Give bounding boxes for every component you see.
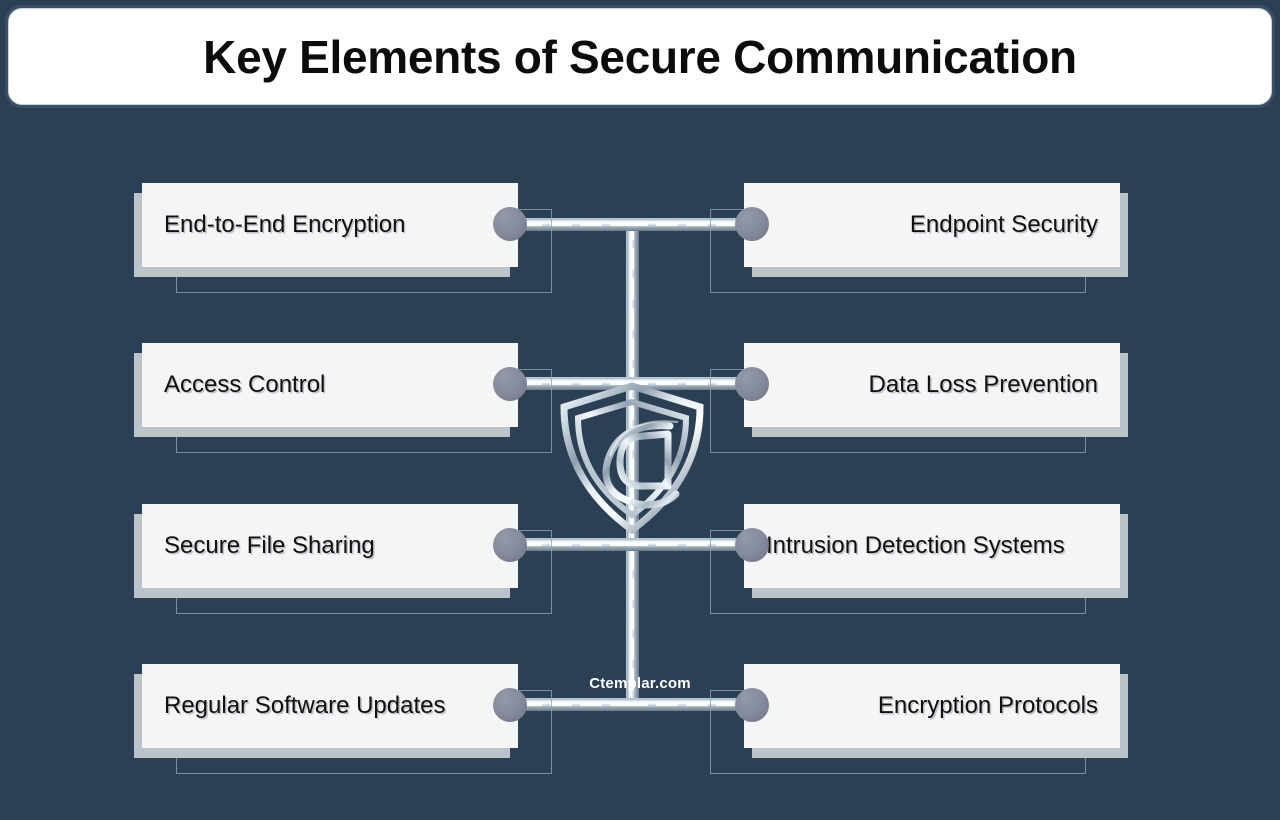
node-face: End-to-End Encryption	[142, 183, 518, 267]
connector-dot-left-2[interactable]	[493, 367, 527, 401]
node-box-left-1[interactable]: End-to-End Encryption	[134, 183, 552, 293]
node-box-right-2[interactable]: Data Loss Prevention	[710, 343, 1128, 453]
connector-horizontal-row1-right	[626, 218, 754, 231]
node-face: Secure File Sharing	[142, 504, 518, 588]
connector-dot-left-3[interactable]	[493, 528, 527, 562]
node-box-left-2[interactable]: Access Control	[134, 343, 552, 453]
node-face: Regular Software Updates	[142, 664, 518, 748]
connector-dot-right-4[interactable]	[735, 688, 769, 722]
node-label: Intrusion Detection Systems	[766, 532, 1065, 559]
node-label: Encryption Protocols	[877, 692, 1098, 719]
footer-brand: Ctemplar.com	[589, 675, 691, 692]
node-box-right-4[interactable]: Encryption Protocols	[710, 664, 1128, 774]
node-label: Endpoint Security	[909, 211, 1098, 238]
connector-horizontal-row4-left	[520, 698, 638, 711]
node-face: Access Control	[142, 343, 518, 427]
ctemplar-shield-logo-icon	[558, 382, 706, 535]
connector-horizontal-row3-left	[520, 538, 638, 551]
connector-dot-left-4[interactable]	[493, 688, 527, 722]
connector-horizontal-row2-right	[626, 377, 754, 390]
diagram-canvas: End-to-End Encryption Access Control Sec…	[0, 110, 1280, 820]
connector-horizontal-row1-left	[520, 218, 638, 231]
node-label: Regular Software Updates	[164, 692, 446, 719]
connector-horizontal-row2-left	[520, 377, 638, 390]
node-box-left-3[interactable]: Secure File Sharing	[134, 504, 552, 614]
node-box-right-1[interactable]: Endpoint Security	[710, 183, 1128, 293]
connector-dot-left-1[interactable]	[493, 207, 527, 241]
node-face: Data Loss Prevention	[744, 343, 1120, 427]
connector-vertical-spine	[626, 218, 639, 706]
node-box-right-3[interactable]: Intrusion Detection Systems	[710, 504, 1128, 614]
connector-dot-right-2[interactable]	[735, 367, 769, 401]
node-label: Access Control	[164, 371, 326, 398]
node-label: Secure File Sharing	[164, 532, 375, 559]
node-face: Endpoint Security	[744, 183, 1120, 267]
page-title: Key Elements of Secure Communication	[203, 30, 1077, 83]
page-title-banner: Key Elements of Secure Communication	[8, 8, 1272, 105]
node-label: End-to-End Encryption	[164, 211, 406, 238]
node-face: Encryption Protocols	[744, 664, 1120, 748]
node-box-left-4[interactable]: Regular Software Updates	[134, 664, 552, 774]
connector-horizontal-row4-right	[626, 698, 754, 711]
connector-dot-right-3[interactable]	[735, 528, 769, 562]
connector-dot-right-1[interactable]	[735, 207, 769, 241]
connector-horizontal-row3-right	[626, 538, 754, 551]
node-face: Intrusion Detection Systems	[744, 504, 1120, 588]
node-label: Data Loss Prevention	[868, 371, 1098, 398]
